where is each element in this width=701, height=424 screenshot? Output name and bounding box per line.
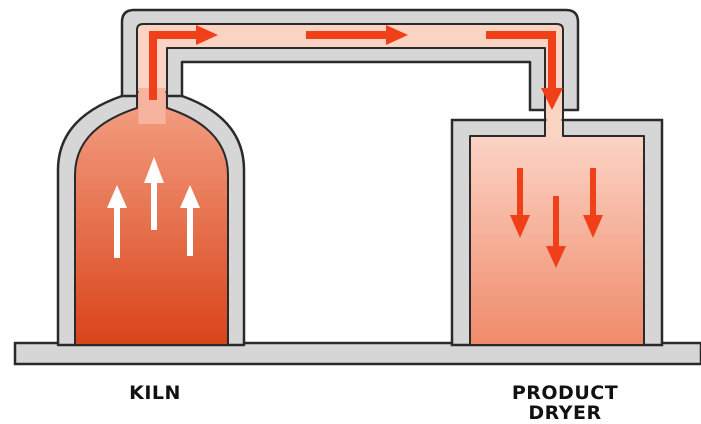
kiln-label-text: KILN	[129, 382, 181, 404]
flow-arrow-icon	[306, 25, 408, 45]
kiln-label: KILN	[100, 383, 210, 403]
down-arrow-icon	[510, 168, 530, 238]
up-arrow-icon	[107, 185, 127, 258]
up-arrow-icon	[144, 157, 164, 230]
down-arrow-icon	[583, 168, 603, 238]
flow-arrows	[149, 25, 563, 110]
down-arrow-icon	[546, 196, 566, 268]
flow-arrow-icon	[149, 25, 218, 100]
product-dryer-label-line2: DRYER	[528, 402, 602, 424]
ground-slab	[13, 341, 701, 366]
rising-heat-arrows	[107, 157, 200, 258]
up-arrow-icon	[180, 185, 200, 256]
product-dryer-label: PRODUCT DRYER	[480, 383, 650, 423]
falling-heat-arrows	[510, 168, 603, 268]
flow-arrow-icon	[486, 31, 563, 110]
product-dryer-label-line1: PRODUCT	[511, 382, 619, 404]
dryer-duct-joint	[546, 110, 562, 142]
